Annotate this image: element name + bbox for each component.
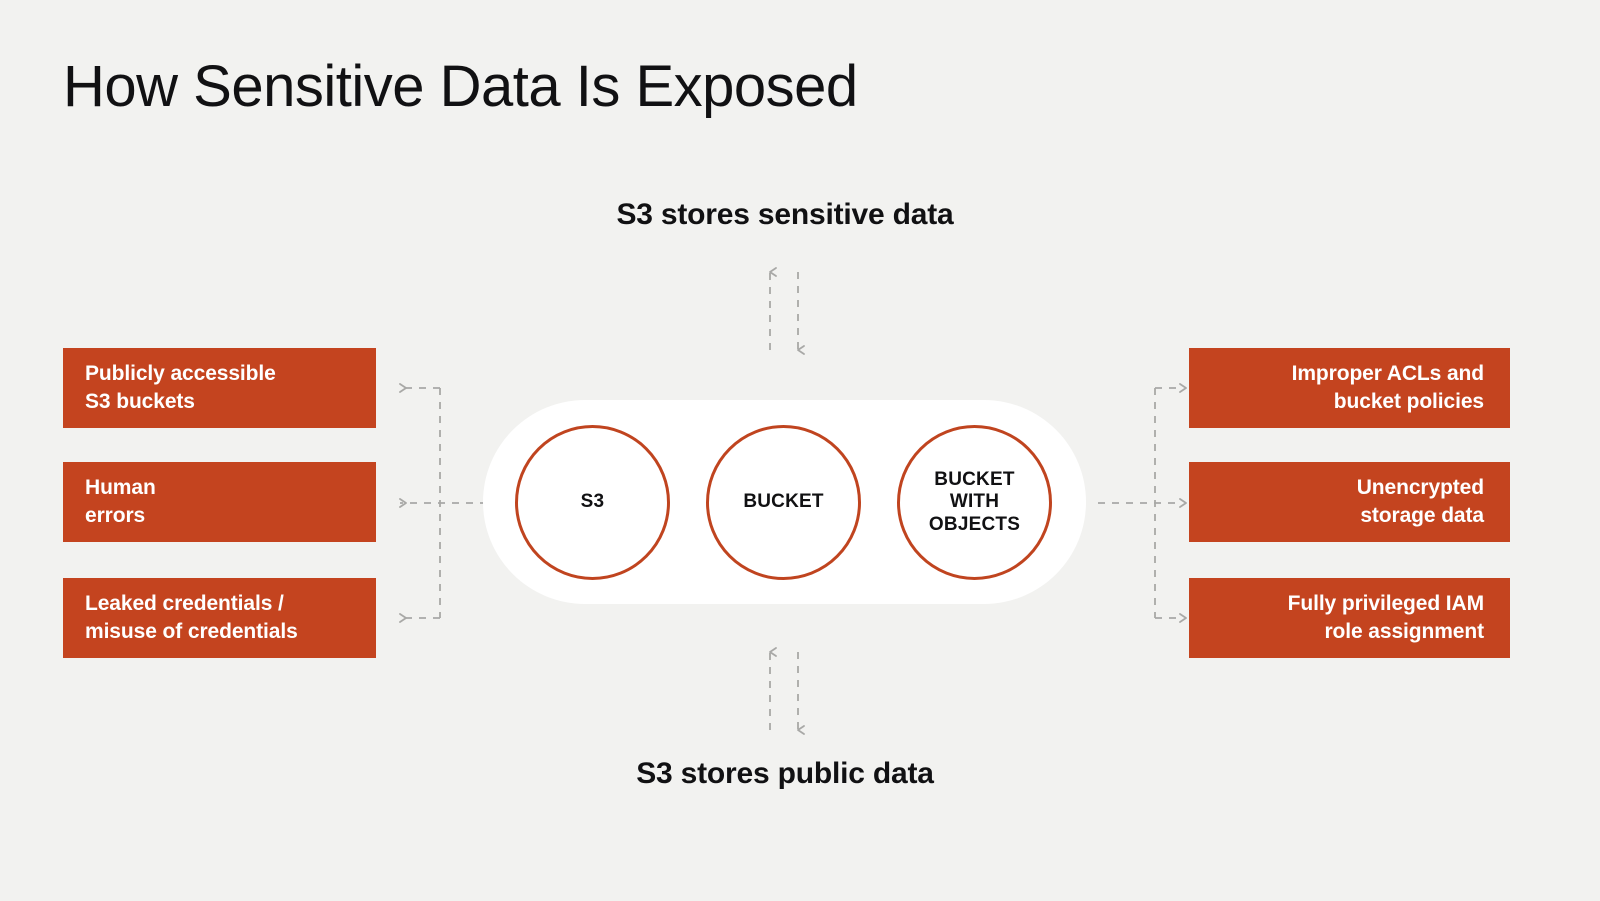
right-box-1-line-1: Improper ACLs and xyxy=(1291,362,1484,386)
node-s3-label: S3 xyxy=(581,491,605,513)
right-box-1-line-2: bucket policies xyxy=(1333,390,1484,413)
left-box-1-line-1: Publicly accessible xyxy=(85,362,276,386)
caption-bottom: S3 stores public data xyxy=(636,757,934,790)
right-box-fully-privileged-iam-role-assignment[interactable]: Fully privileged IAM role assignment xyxy=(1189,578,1510,658)
right-box-3-line-2: role assignment xyxy=(1324,620,1484,643)
node-s3-line-1: S3 xyxy=(580,491,605,513)
node-bucket[interactable]: BUCKET xyxy=(706,425,861,580)
page-title: How Sensitive Data Is Exposed xyxy=(63,54,858,119)
node-bucket-with-objects-line-3: OBJECTS xyxy=(928,513,1021,535)
node-bucket-with-objects-label: BUCKET WITH OBJECTS xyxy=(929,469,1020,536)
node-bucket-with-objects-line-1: BUCKET xyxy=(934,468,1015,490)
right-box-3-line-1: Fully privileged IAM xyxy=(1287,592,1484,616)
right-box-2-line-2: storage data xyxy=(1360,504,1484,527)
left-box-human-errors[interactable]: Human errors xyxy=(63,462,376,542)
left-box-leaked-credentials[interactable]: Leaked credentials / misuse of credentia… xyxy=(63,578,376,658)
left-box-1-line-2: S3 buckets xyxy=(85,390,195,413)
node-bucket-label: BUCKET xyxy=(743,491,823,513)
node-bucket-with-objects-line-2: WITH xyxy=(949,491,1000,513)
left-box-2-line-1: Human xyxy=(85,476,156,500)
node-bucket-line-1: BUCKET xyxy=(743,491,824,513)
node-bucket-with-objects[interactable]: BUCKET WITH OBJECTS xyxy=(897,425,1052,580)
right-box-unencrypted-storage-data[interactable]: Unencrypted storage data xyxy=(1189,462,1510,542)
right-box-improper-acls-and-bucket-policies[interactable]: Improper ACLs and bucket policies xyxy=(1189,348,1510,428)
left-box-publicly-accessible-s3-buckets[interactable]: Publicly accessible S3 buckets xyxy=(63,348,376,428)
left-box-2-line-2: errors xyxy=(85,504,146,527)
left-box-3-line-1: Leaked credentials / xyxy=(85,592,284,616)
node-s3[interactable]: S3 xyxy=(515,425,670,580)
caption-top: S3 stores sensitive data xyxy=(616,198,954,231)
left-box-3-line-2: misuse of credentials xyxy=(85,620,298,643)
right-box-2-line-1: Unencrypted xyxy=(1356,476,1484,500)
